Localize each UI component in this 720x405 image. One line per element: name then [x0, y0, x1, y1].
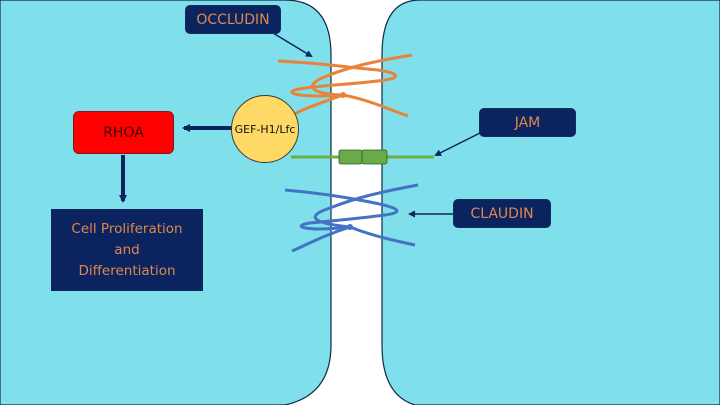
occludin-strand: [277, 59, 409, 118]
occludin-strand-2: [292, 53, 413, 117]
gef-h1-lfc-node: GEF-H1/Lfc: [231, 95, 299, 163]
outcome-line-3: Differentiation: [78, 262, 176, 279]
jam-block-left: [338, 149, 363, 165]
outcome-line-1: Cell Proliferation: [71, 220, 183, 237]
jam-pointer-arrow: [434, 132, 481, 156]
cell-proliferation-node: Cell Proliferation and Differentiation: [51, 209, 203, 291]
occludin-label: OCCLUDIN: [185, 5, 281, 34]
jam-block-right: [361, 149, 388, 165]
right-cell: [381, 0, 720, 405]
outcome-line-2: and: [114, 241, 140, 258]
occludin-pointer-arrow: [272, 32, 313, 58]
claudin-strand-2: [291, 183, 419, 253]
rhoa-node: RHOA: [73, 111, 174, 154]
jam-label: JAM: [479, 108, 576, 137]
occludin-junction-dot: [340, 92, 346, 98]
claudin-junction-dot: [347, 224, 353, 230]
claudin-label: CLAUDIN: [453, 199, 551, 228]
